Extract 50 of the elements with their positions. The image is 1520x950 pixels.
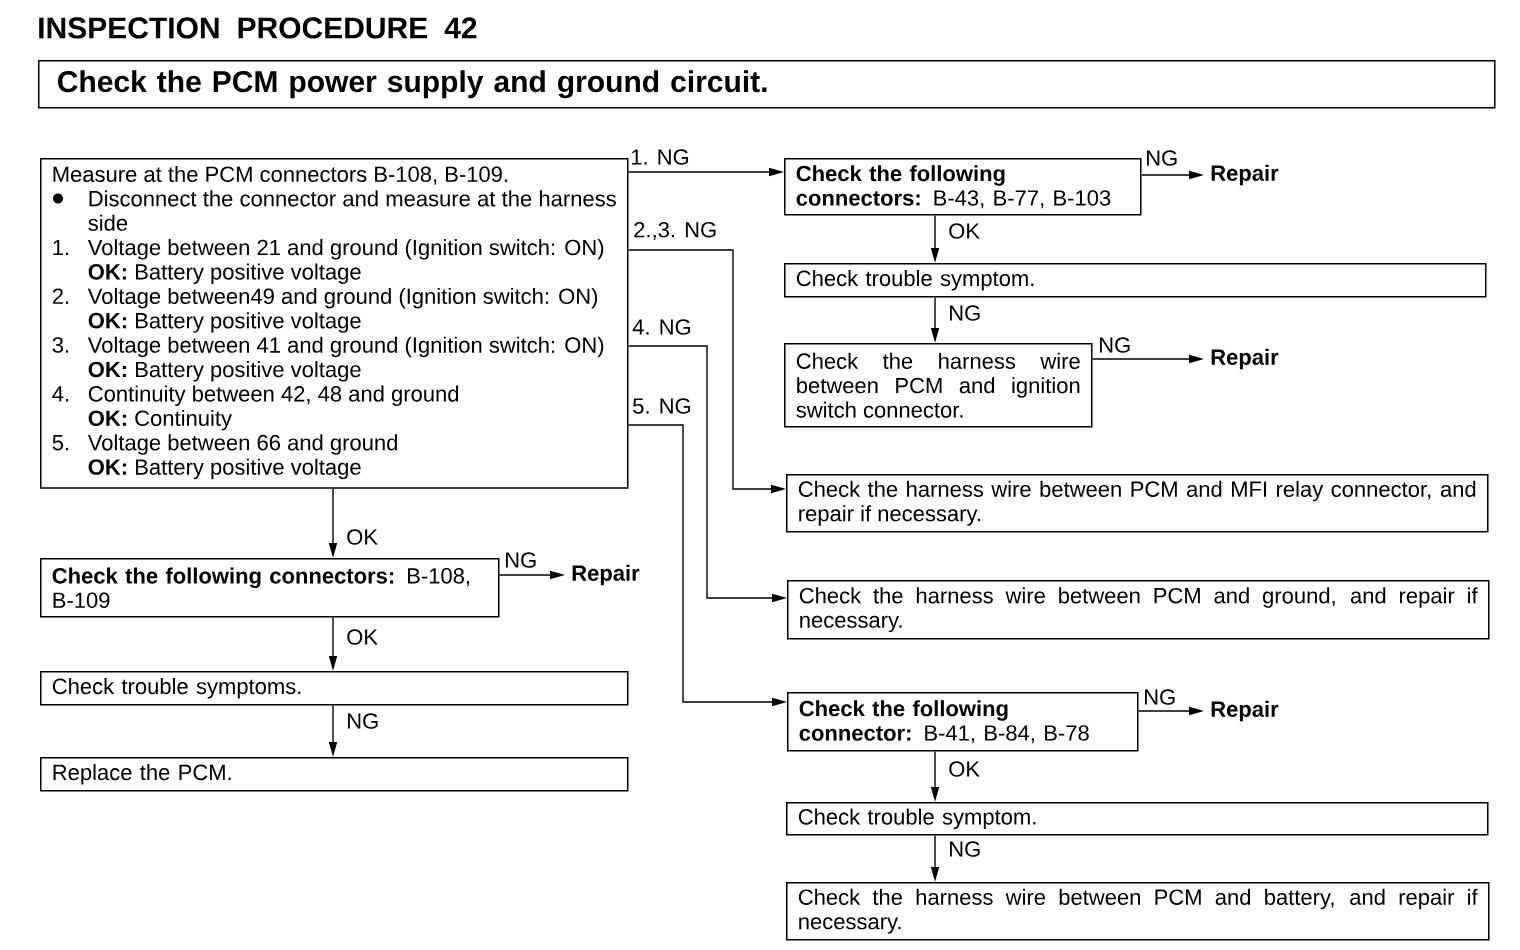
edge-label: OK [345,628,379,646]
ok-criterion: OK: Battery positive voltage [88,458,361,480]
edge-label: NG [1142,688,1178,706]
instruction-text: Disconnect the connector and measure at the harness side [88,190,616,231]
edge-label: NG [345,712,381,730]
step-box: Check the harness wire between PCM and battery, and repair if necessary. [786,882,1490,941]
edge-label: NG [1097,336,1133,354]
heading-text: INSPECTION PROCEDURE 42 [39,17,477,39]
edge-label: 1. NG [629,148,691,166]
step-box: Check trouble symptoms. [40,671,629,706]
ok-criterion: OK: Battery positive voltage [88,312,361,333]
outcome-text: Repair [1211,348,1279,370]
edge-label: NG [503,551,539,569]
measure-step: Voltage between 66 and ground [87,434,397,455]
outcome-text: Repair [1211,700,1279,722]
step-box: Check trouble symptom. [786,802,1489,836]
edge-label: NG [1144,149,1180,167]
step-box: Check the harness wire between PCM and ground, and repair if necessary. [787,580,1490,640]
step-number: 3. [52,337,69,353]
ok-criterion: OK: Battery positive voltage [88,263,361,284]
step-box: Check the harness wire between PCM and MFI relay connector, and repair if necessary. [786,474,1489,533]
ok-criterion: OK: Battery positive voltage [88,361,361,382]
edge-label: OK [947,222,981,240]
step-number: 1. [53,239,69,256]
edge-label: 4. NG [631,318,693,336]
step-box: Check the following connector: B-41, B-84, B-78 [787,692,1139,752]
step-number: 5. [52,435,69,451]
title-box: Check the PCM power supply and ground circuit. [38,60,1496,109]
step-box: Check the harness wire between PCM and ignition switch connector. [784,343,1093,428]
step-box: Check the following connectors: B-108, B-109 [40,558,500,618]
step-box: Check the following connectors: B-43, B-77, B-103 [784,158,1142,216]
edge-label: OK [947,760,981,778]
edge-label: NG [947,304,983,322]
step-number: 4. [52,386,69,402]
outcome-text: Repair [572,564,640,586]
edge-label: NG [947,840,983,858]
step-number: 2. [52,288,69,304]
measure-step: Voltage between 21 and ground (Ignition switch: ON) [87,239,604,260]
edge-label: 2.,3. NG [632,220,719,242]
outcome-text: Repair [1211,164,1279,186]
step-box: Check trouble symptom. [784,263,1487,298]
measure-step: Continuity between 42, 48 and ground [88,385,459,406]
edge-label: OK [345,528,379,546]
step-box: Replace the PCM. [40,757,629,792]
measure-step: Voltage between 41 and ground (Ignition switch: ON) [87,336,604,358]
measure-step: Voltage between49 and ground (Ignition switch: ON) [87,287,598,309]
ok-criterion: OK: Continuity [88,409,232,431]
edge-label: 5. NG [631,397,693,415]
instruction-text: Measure at the PCM connectors B-108, B-109. [53,165,507,185]
procedure-box [40,158,629,489]
